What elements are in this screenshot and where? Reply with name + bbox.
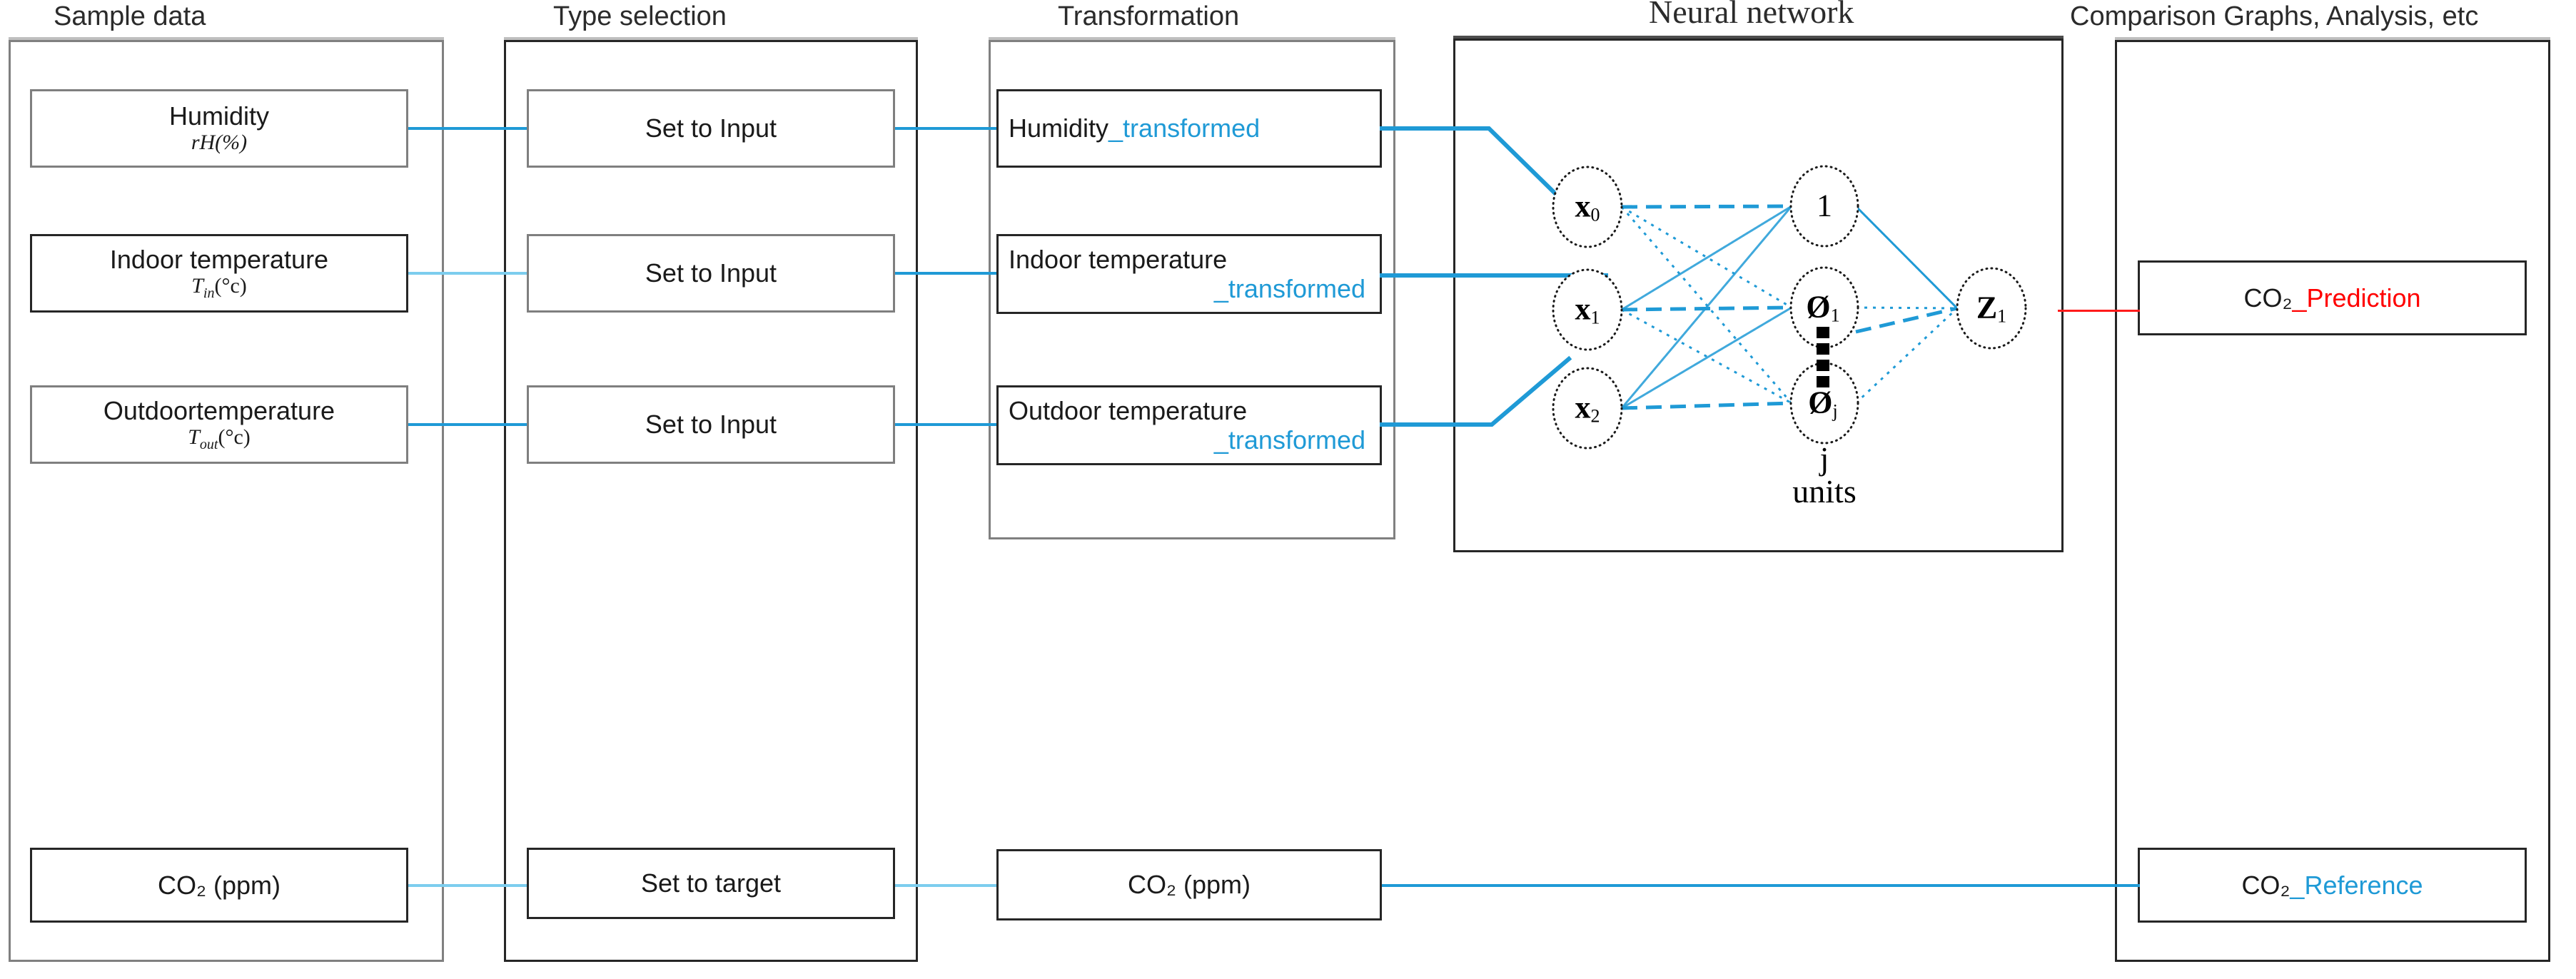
column-title-type-selection: Type selection	[553, 1, 727, 31]
hidden-layer-units-caption: j units	[1792, 442, 1856, 508]
panel-sample-data	[9, 40, 444, 962]
connector-co2-to-reference	[1382, 884, 2140, 887]
box-indoor-temperature-transformed-suffix: _transformed	[1213, 274, 1365, 303]
box-outdoor-temperature-line2: Tout(°c)	[188, 425, 251, 453]
box-co2-reference-wrap: CO₂_Reference	[2241, 871, 2423, 900]
box-transformation-co2-ppm-label: CO₂ (ppm)	[1128, 870, 1251, 900]
connector-indoor-to-type	[408, 272, 527, 275]
box-set-to-input-humidity-label: Set to Input	[645, 113, 777, 143]
units-caption-count: j	[1819, 440, 1829, 477]
panel-shadow-transformation	[989, 37, 1395, 40]
box-humidity-transformed-base: Humidity	[1009, 113, 1109, 143]
units-caption-word: units	[1792, 473, 1857, 509]
box-set-to-target-co2-label: Set to target	[640, 868, 782, 898]
box-indoor-temperature-line2: Tin(°c)	[191, 274, 247, 302]
connector-output-to-prediction	[2058, 310, 2140, 312]
box-outdoor-temperature-transformed-suffix: _transformed	[1213, 425, 1365, 455]
box-co2-prediction-base: CO₂	[2243, 283, 2293, 313]
box-indoor-temperature-transformed[interactable]: Indoor temperature _transformed	[996, 234, 1382, 314]
panel-type-selection	[504, 40, 918, 962]
panel-shadow-type-selection	[504, 37, 918, 40]
box-indoor-temperature[interactable]: Indoor temperature Tin(°c)	[30, 234, 408, 313]
box-set-to-input-indoor[interactable]: Set to Input	[527, 234, 895, 313]
box-humidity[interactable]: Humidity rH(%)	[30, 89, 408, 168]
hidden-node-phi1[interactable]: Ø1	[1806, 289, 1840, 326]
input-node-x2[interactable]: x2	[1575, 390, 1600, 427]
box-set-to-input-humidity[interactable]: Set to Input	[527, 89, 895, 168]
input-node-x1[interactable]: x1	[1575, 291, 1600, 328]
hidden-layer-ellipsis-icon	[1817, 327, 1829, 392]
box-humidity-line2: rH(%)	[191, 131, 248, 155]
box-co2-reference-suffix: _Reference	[2290, 870, 2423, 900]
column-title-comparison: Comparison Graphs, Analysis, etc	[2070, 1, 2479, 31]
box-set-to-input-indoor-label: Set to Input	[645, 258, 777, 288]
box-co2-prediction-suffix: _Prediction	[2292, 283, 2421, 313]
connector-co2-to-type	[408, 884, 527, 887]
box-indoor-temperature-line1: Indoor temperature	[109, 244, 329, 274]
connector-outdoor-to-type	[408, 423, 527, 426]
box-humidity-transformed[interactable]: Humidity_transformed	[996, 89, 1382, 168]
hidden-node-phij[interactable]: Øj	[1808, 385, 1838, 422]
output-node-z1[interactable]: Z1	[1976, 290, 2007, 327]
box-outdoor-temperature-transformed[interactable]: Outdoor temperature _transformed	[996, 385, 1382, 465]
box-sample-co2-ppm-label: CO₂ (ppm)	[158, 870, 281, 900]
input-node-x0[interactable]: x0	[1575, 188, 1600, 225]
box-transformation-co2-ppm[interactable]: CO₂ (ppm)	[996, 849, 1382, 920]
box-set-to-input-outdoor[interactable]: Set to Input	[527, 385, 895, 464]
panel-shadow-comparison	[2115, 37, 2550, 40]
box-indoor-temperature-transformed-base: Indoor temperature	[1009, 244, 1228, 274]
panel-shadow-neural-network	[1453, 36, 2064, 39]
box-set-to-input-outdoor-label: Set to Input	[645, 410, 777, 440]
panel-shadow-sample-data	[9, 37, 444, 40]
box-co2-prediction[interactable]: CO₂_Prediction	[2138, 260, 2527, 335]
connector-type-to-transform-indoor	[895, 272, 996, 275]
box-outdoor-temperature-transformed-base: Outdoor temperature	[1009, 395, 1248, 425]
connector-humidity-to-type	[408, 127, 527, 130]
hidden-node-bias[interactable]: 1	[1817, 188, 1832, 223]
panel-neural-network	[1453, 39, 2064, 552]
box-co2-prediction-wrap: CO₂_Prediction	[2243, 283, 2420, 313]
box-sample-co2-ppm[interactable]: CO₂ (ppm)	[30, 848, 408, 923]
column-title-transformation: Transformation	[1058, 1, 1240, 31]
box-co2-reference-base: CO₂	[2241, 870, 2290, 900]
box-set-to-target-co2[interactable]: Set to target	[527, 848, 895, 919]
column-title-sample-data: Sample data	[54, 1, 206, 31]
panel-comparison	[2115, 40, 2550, 962]
box-humidity-line1: Humidity	[168, 101, 270, 131]
box-outdoor-temperature[interactable]: Outdoortemperature Tout(°c)	[30, 385, 408, 464]
box-outdoor-temperature-line1: Outdoortemperature	[103, 395, 335, 425]
box-humidity-transformed-suffix: _transformed	[1108, 113, 1261, 143]
connector-type-to-transform-outdoor	[895, 423, 996, 426]
connector-type-to-transform-co2	[895, 884, 996, 887]
column-title-neural-network: Neural network	[1649, 0, 1854, 30]
connector-type-to-transform-humidity	[895, 127, 996, 130]
box-co2-reference[interactable]: CO₂_Reference	[2138, 848, 2527, 923]
